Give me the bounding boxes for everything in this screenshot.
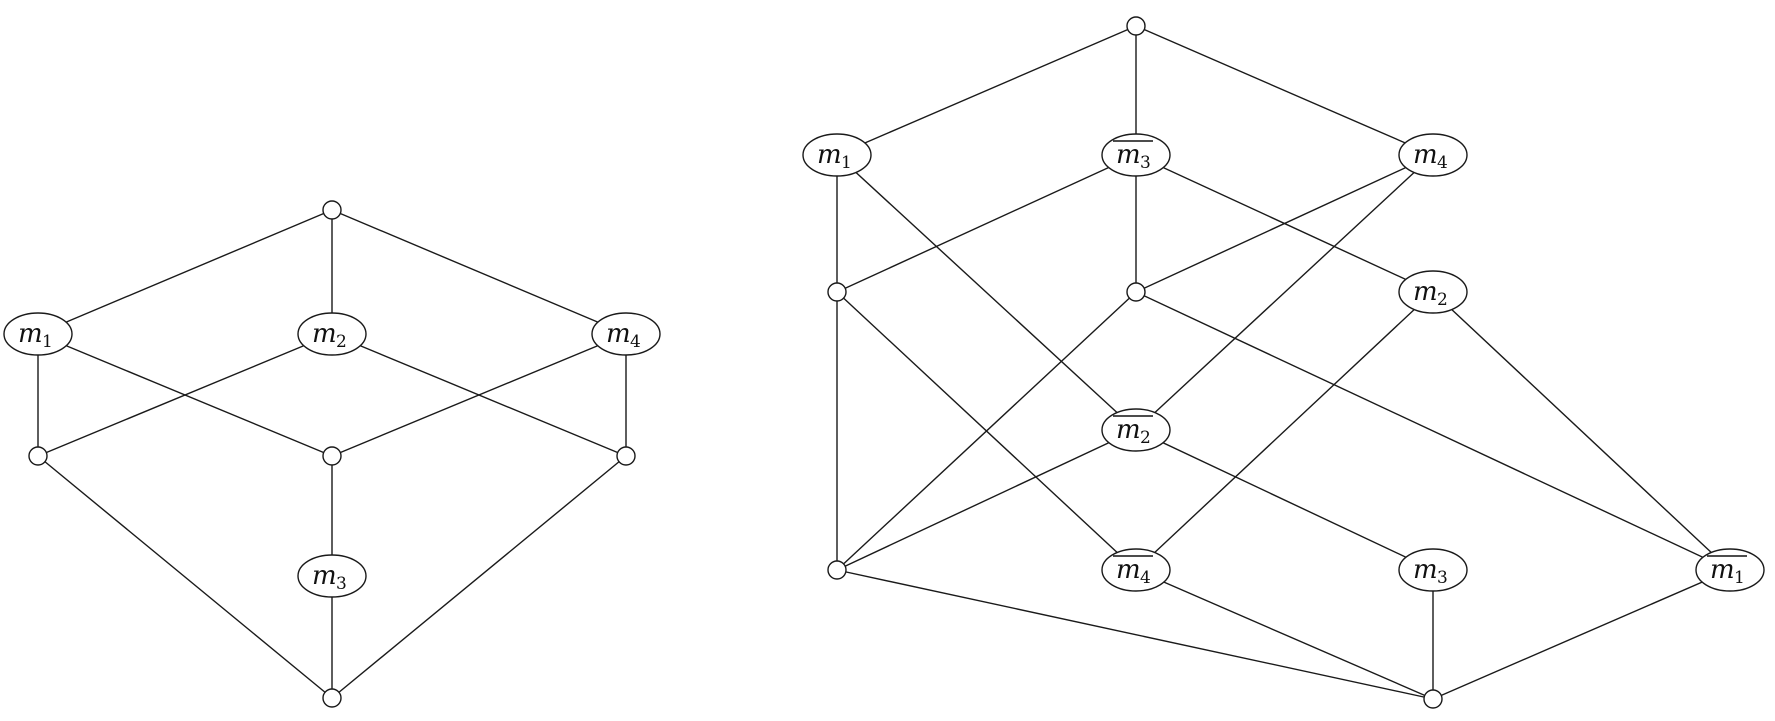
edge-top-m1 [37,209,333,335]
edge-b-bottom [331,455,627,699]
point-node-p [827,282,847,302]
edge-m4-m2b [1135,154,1434,431]
edge-q-m1b [1135,291,1731,571]
node-circle [1126,16,1146,36]
point-node-top [1126,16,1146,36]
point-node-r [827,560,847,580]
node-ellipse [297,312,367,356]
node-circle [827,282,847,302]
node-subscript: 1 [42,332,53,352]
node-ellipse [1398,133,1468,177]
node-subscript: 1 [1734,568,1745,588]
point-node-bottom [1423,689,1443,709]
edge-m2-m4b [1135,291,1434,571]
point-node-a [28,446,48,466]
node-label: m [312,319,337,349]
edge-top-m1 [836,25,1137,156]
node-circle [322,200,342,220]
node-subscript: 4 [1437,153,1448,173]
node-ellipse [1398,548,1468,592]
point-node-q [1126,282,1146,302]
edge-top-m4 [1135,25,1434,156]
node-label: m [1413,140,1438,170]
edge-m4b-bottom [1135,569,1434,700]
node-ellipse [297,554,367,598]
node-circle [616,446,636,466]
node-label: m [1413,277,1438,307]
node-ellipse [1398,270,1468,314]
node-label: m [18,319,43,349]
edge-m2-a [37,333,333,457]
node-label: m [1116,415,1141,445]
node-circle [827,560,847,580]
edge-m4-q [1135,154,1434,293]
node-circle [28,446,48,466]
edge-m4-c [331,333,627,457]
node-subscript: 4 [630,332,641,352]
node-ellipse [3,312,73,356]
node-circle [1126,282,1146,302]
edge-m2b-m3 [1135,429,1434,571]
node-circle [1423,689,1443,709]
edge-top-m4 [331,209,627,335]
node-subscript: 2 [1140,428,1151,448]
node-label: m [606,319,631,349]
node-ellipse [802,133,872,177]
node-label: m [817,140,842,170]
node-label: m [1116,555,1141,585]
node-label: m [312,561,337,591]
node-subscript: 2 [336,332,347,352]
node-label: m [1710,555,1735,585]
node-ellipse [1101,408,1171,452]
point-node-bottom [322,688,342,708]
node-ellipse [1101,133,1171,177]
node-subscript: 4 [1140,568,1151,588]
node-ellipse [591,312,661,356]
edge-a-bottom [37,455,333,699]
edge-m3b-p [836,154,1137,293]
node-ellipse [1101,548,1171,592]
node-label: m [1116,140,1141,170]
point-node-c [322,446,342,466]
node-subscript: 3 [1140,153,1151,173]
node-subscript: 2 [1437,290,1448,310]
point-node-b [616,446,636,466]
edge-m2-m1b [1432,291,1731,571]
edge-q-r [836,291,1137,571]
node-circle [322,688,342,708]
node-label: m [1413,555,1438,585]
point-node-top [322,200,342,220]
edge-r-bottom [836,569,1434,700]
edge-m1b-bottom [1432,569,1731,700]
node-circle [322,446,342,466]
node-subscript: 3 [1437,568,1448,588]
node-ellipse [1695,548,1765,592]
node-subscript: 3 [336,574,347,594]
edge-m2b-r [836,429,1137,571]
node-subscript: 1 [841,153,852,173]
edge-m1-m2b [836,154,1137,431]
